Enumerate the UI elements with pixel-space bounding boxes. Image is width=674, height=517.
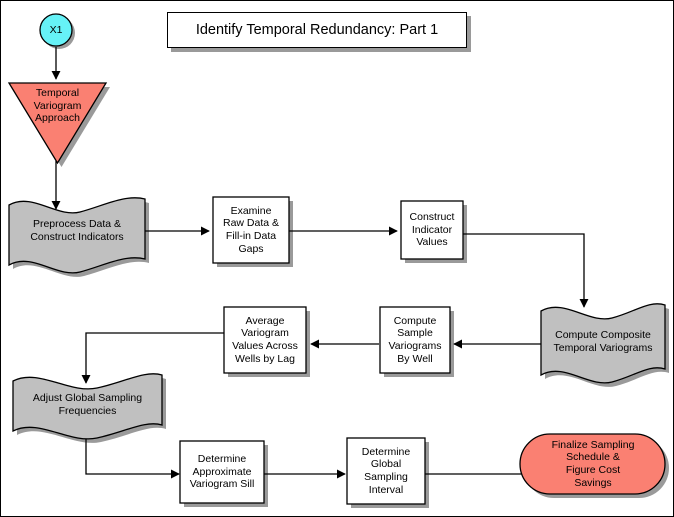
node-interval-box[interactable] xyxy=(346,437,426,505)
node-finalize-terminator[interactable] xyxy=(519,433,666,495)
node-composite-document[interactable] xyxy=(540,303,666,384)
connectors xyxy=(51,47,589,479)
node-construct-box[interactable] xyxy=(400,200,464,260)
page-title: Identify Temporal Redundancy: Part 1 xyxy=(167,12,467,48)
node-start-circle[interactable] xyxy=(39,13,73,47)
edge-adjust-to-sill xyxy=(85,433,180,479)
node-average-box[interactable] xyxy=(223,306,307,374)
node-preprocess-document[interactable] xyxy=(8,197,146,274)
node-sill-box[interactable] xyxy=(179,440,265,504)
node-adjust-document[interactable] xyxy=(12,373,163,440)
edge-construct-to-composite xyxy=(462,233,589,308)
node-examine-box[interactable] xyxy=(212,196,290,264)
node-approach-triangle[interactable] xyxy=(7,82,108,165)
edge-average-to-adjust xyxy=(81,332,225,384)
node-sample-variograms-box[interactable] xyxy=(379,306,451,374)
